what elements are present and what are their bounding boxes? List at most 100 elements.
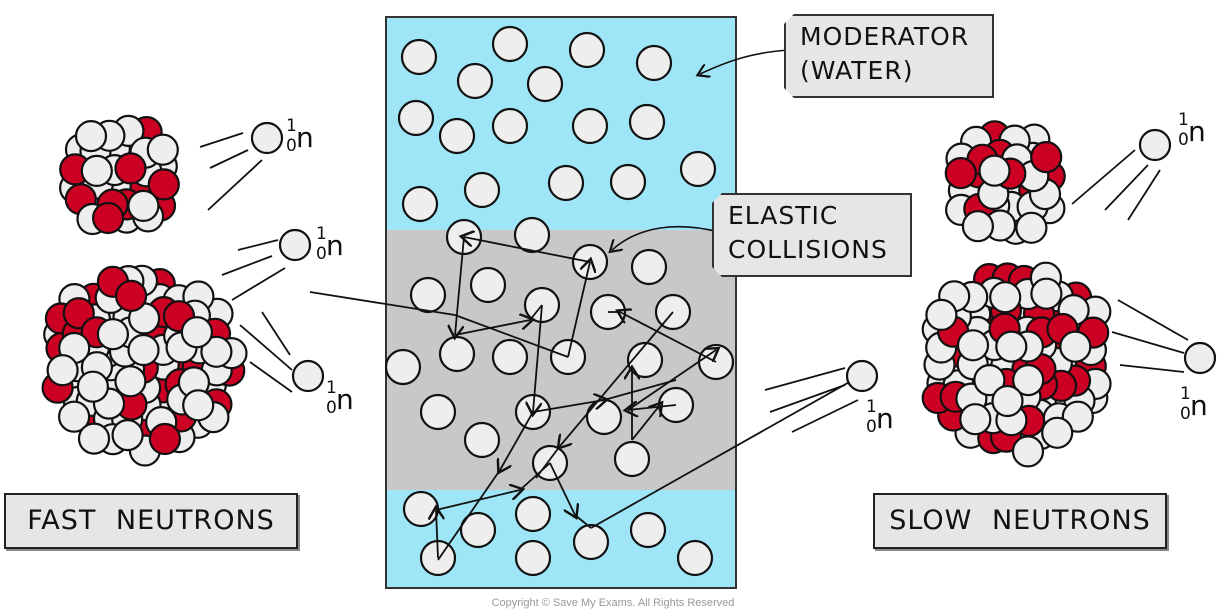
path-segment: [603, 379, 677, 401]
neutron: [961, 210, 995, 243]
path-segment: [454, 314, 569, 358]
neutron: [76, 370, 110, 403]
path-segment: [309, 291, 456, 316]
moderator-tag: MODERATOR (WATER): [784, 14, 994, 98]
mass-number: 1: [326, 378, 337, 398]
water-molecule: [469, 266, 507, 304]
elastic-tag-line2: COLLISIONS: [728, 235, 888, 264]
neutron: [1059, 330, 1092, 363]
neutron: [127, 189, 160, 222]
motion-streak: [1104, 164, 1149, 211]
neutron-letter: n: [876, 402, 894, 435]
water-molecule: [491, 25, 529, 63]
elastic-tag-line1: ELASTIC: [728, 201, 839, 230]
emitted-neutron: [221, 228, 312, 301]
moderator-pointer: [700, 49, 791, 74]
slow-neutrons-text: SLOW NEUTRONS: [889, 505, 1151, 536]
motion-streak: [207, 159, 263, 211]
neutron: [127, 333, 160, 367]
motion-streak: [769, 384, 846, 413]
water-molecule: [401, 185, 439, 223]
path-segment: [436, 510, 438, 559]
mass-number: 1: [1178, 110, 1189, 130]
motion-streak: [199, 132, 244, 148]
motion-streak: [764, 367, 846, 391]
fast-neutrons-text: FAST NEUTRONS: [27, 505, 275, 536]
water-molecule: [438, 335, 476, 373]
path-segment: [549, 462, 575, 515]
elastic-collisions-tag: ELASTIC COLLISIONS: [712, 193, 912, 277]
water-molecule: [613, 440, 651, 478]
neutron: [845, 359, 879, 393]
path-segment: [529, 304, 543, 321]
water-molecule: [459, 511, 497, 549]
path-segment: [455, 236, 465, 335]
path-segment: [567, 262, 590, 358]
path-segment: [627, 350, 716, 411]
moderator-tag-line2: (WATER): [800, 56, 914, 85]
neutron: [991, 384, 1024, 418]
water-molecule: [572, 523, 610, 561]
neutron-letter: n: [1190, 389, 1208, 422]
mass-number: 1: [316, 224, 327, 244]
atomic-number: 0: [866, 417, 877, 437]
emitted-neutron: [764, 359, 879, 433]
neutron: [46, 354, 79, 387]
water-molecule: [526, 65, 564, 103]
path-segment: [560, 311, 674, 446]
mass-number: 1: [866, 397, 877, 417]
water-molecule: [419, 393, 457, 431]
proton: [147, 168, 180, 201]
water-molecule: [456, 62, 494, 100]
water-molecule: [571, 107, 609, 145]
water-molecule: [402, 490, 440, 528]
water-molecule: [547, 164, 585, 202]
water-molecule: [630, 248, 668, 286]
motion-streak: [1117, 299, 1189, 341]
water-molecule: [609, 163, 647, 201]
mass-number: 1: [1180, 384, 1191, 404]
water-molecule: [397, 99, 435, 137]
proton: [114, 152, 147, 185]
water-molecule: [679, 150, 717, 188]
water-molecule: [585, 398, 623, 436]
proton: [91, 201, 125, 235]
water-molecule: [384, 348, 422, 386]
neutron: [978, 154, 1011, 187]
neutron: [989, 281, 1022, 314]
path-segment: [631, 405, 660, 441]
motion-streak: [1071, 149, 1136, 205]
neutron: [146, 133, 179, 166]
path-segment: [464, 237, 591, 263]
neutron-letter: n: [326, 229, 344, 262]
motion-streak: [261, 311, 291, 356]
emitted-neutron: [239, 311, 325, 393]
path-segment: [500, 411, 534, 470]
motion-streak: [237, 239, 279, 251]
neutron: [74, 120, 108, 153]
motion-streak: [1111, 331, 1185, 354]
water-molecule: [628, 103, 666, 141]
neutron: [1011, 435, 1045, 468]
neutron: [114, 365, 147, 398]
copyright-notice: Copyright © Save My Exams. All Rights Re…: [491, 597, 735, 609]
water-molecule: [491, 107, 529, 145]
neutron: [1012, 364, 1045, 397]
emitted-neutrons: [199, 121, 1217, 433]
neutron: [973, 364, 1006, 397]
neutron-letter: n: [336, 383, 354, 416]
neutron-letter: n: [1188, 115, 1206, 148]
neutron: [1138, 128, 1172, 162]
nucleus: [58, 114, 180, 236]
neutron-letter: n: [296, 121, 314, 154]
moderator-tag-line1: MODERATOR: [800, 22, 970, 51]
water-molecule: [409, 276, 447, 314]
path-segment: [454, 320, 530, 336]
motion-streak: [239, 324, 293, 371]
motion-streak: [791, 399, 859, 433]
motion-streak: [249, 361, 293, 393]
